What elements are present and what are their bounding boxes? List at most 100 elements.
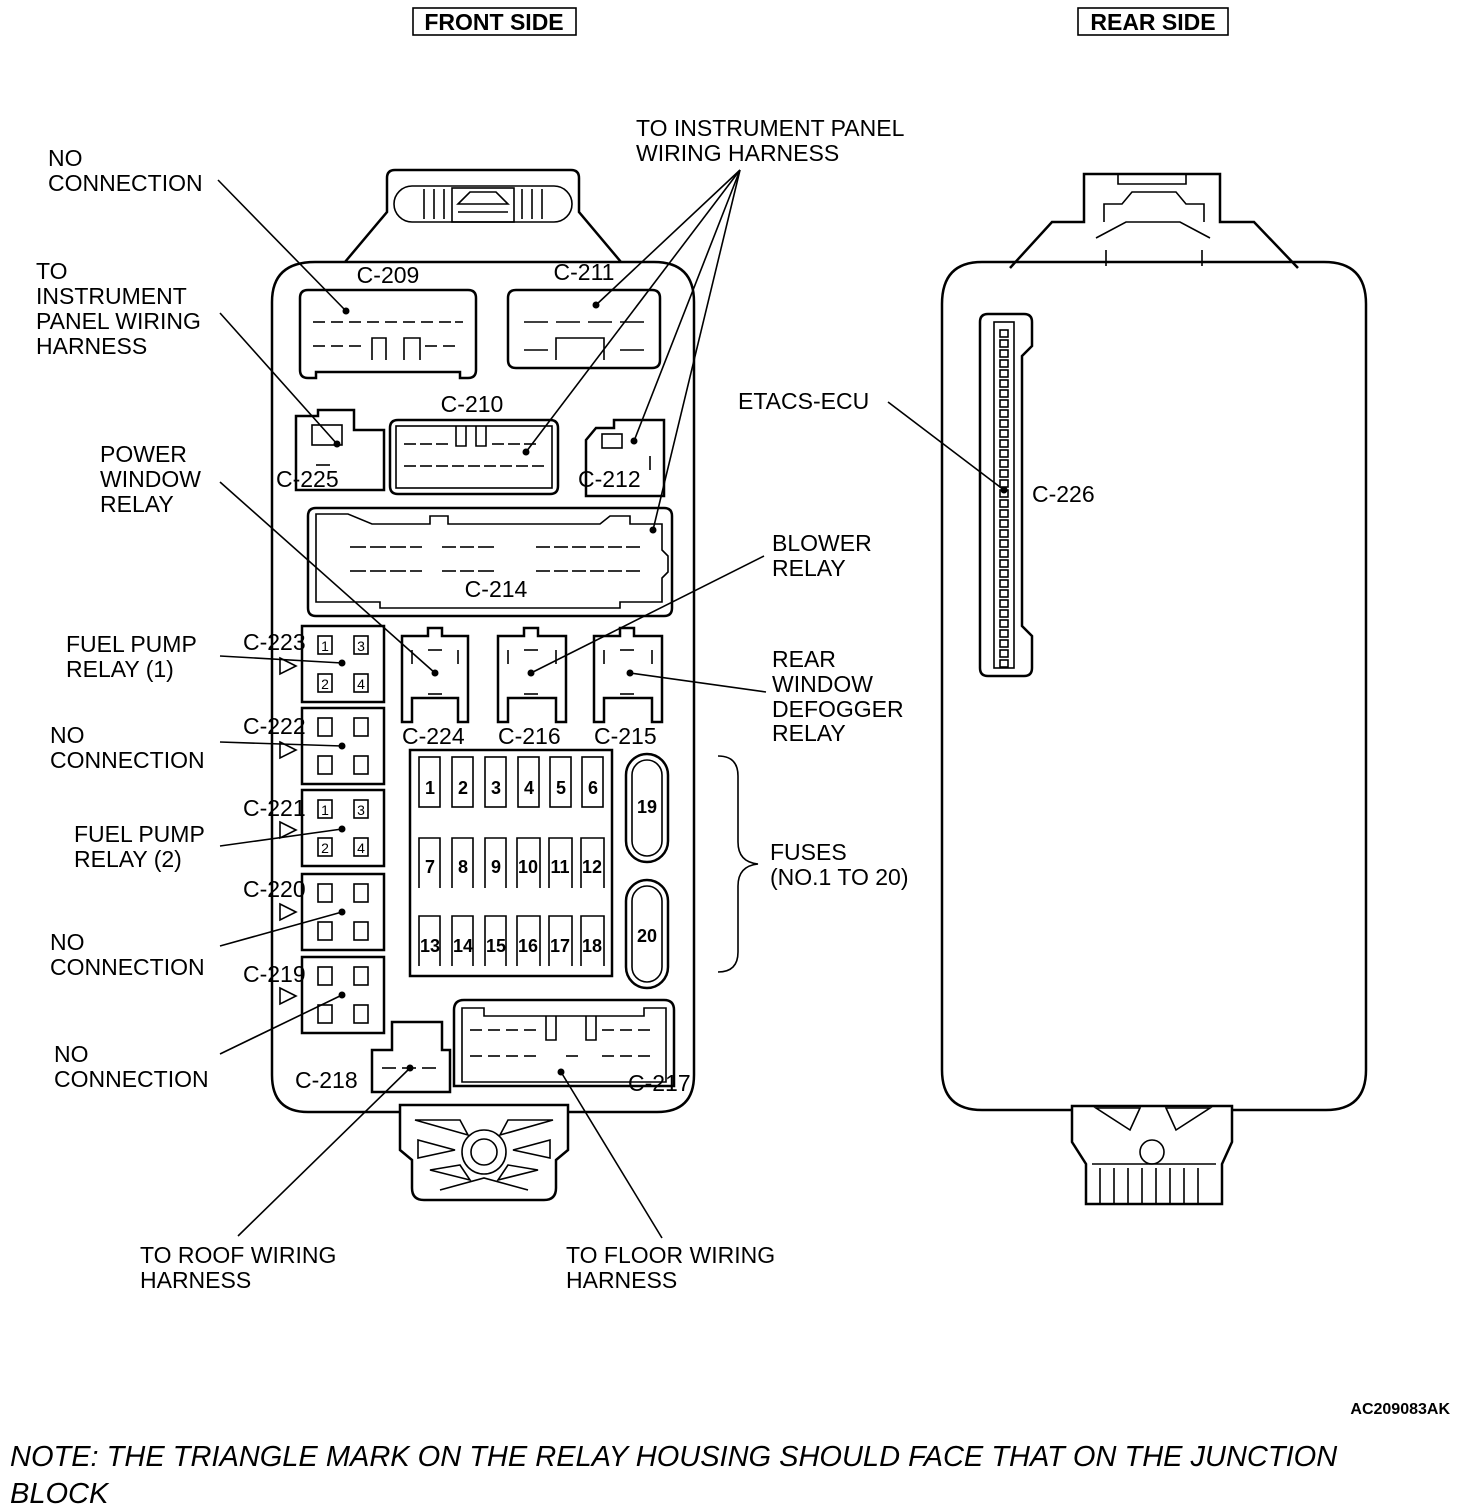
rear-junction-block: C-226	[940, 172, 1368, 1206]
callout-to-roof-harness: TO ROOF WIRING HARNESS	[140, 1067, 411, 1293]
c225-label: C-225	[276, 466, 339, 492]
no-connection-222-label: NO CONNECTION	[50, 722, 205, 773]
triangle-mark-icon	[279, 656, 298, 676]
to-roof-harness-label: TO ROOF WIRING HARNESS	[140, 1242, 343, 1293]
connector-c223: 1 3 2 4 C-223	[243, 624, 386, 704]
fuse-12: 12	[582, 857, 602, 877]
c221-pin-1: 1	[321, 802, 329, 818]
no-connection-219-label: NO CONNECTION	[54, 1041, 209, 1092]
fuse-13: 13	[420, 936, 440, 956]
connector-c221: 1 3 2 4 C-221	[243, 788, 386, 868]
fuse-6: 6	[588, 778, 598, 798]
c212-label: C-212	[578, 466, 641, 492]
to-floor-harness-label: TO FLOOR WIRING HARNESS	[566, 1242, 782, 1293]
front-side-header: FRONT SIDE	[412, 7, 577, 36]
fuse-8: 8	[458, 857, 468, 877]
connector-c222: C-222	[243, 706, 386, 786]
callout-fuel-pump-relay-1: FUEL PUMP RELAY (1)	[66, 631, 343, 682]
power-window-relay-label: POWER WINDOW RELAY	[100, 441, 207, 517]
fuse-9: 9	[491, 857, 501, 877]
fuse-row-3: 13 14 15 16 17 18	[418, 915, 605, 966]
c215-label: C-215	[594, 723, 657, 749]
callout-no-connection-219: NO CONNECTION	[54, 994, 343, 1092]
no-connection-220-label: NO CONNECTION	[50, 929, 205, 980]
fuse-4: 4	[524, 778, 534, 798]
fuse-18: 18	[582, 936, 602, 956]
c223-pin-2: 2	[321, 676, 329, 692]
c210-label: C-210	[441, 391, 504, 417]
callout-fuel-pump-relay-2: FUEL PUMP RELAY (2)	[74, 821, 343, 872]
connector-c219: C-219	[243, 955, 386, 1035]
callout-power-window-relay: POWER WINDOW RELAY	[100, 441, 436, 674]
callout-blower-relay: BLOWER RELAY	[530, 530, 878, 674]
connector-c216: C-216	[496, 626, 568, 749]
to-ip-harness-top-label: TO INSTRUMENT PANEL WIRING HARNESS	[636, 115, 910, 166]
c209-label: C-209	[357, 262, 420, 288]
c223-pin-1: 1	[321, 638, 329, 654]
fuse-10: 10	[518, 857, 538, 877]
fuse-17: 17	[550, 936, 570, 956]
c221-pin-4: 4	[357, 840, 365, 856]
callout-no-connection-222: NO CONNECTION	[50, 722, 343, 773]
c223-label: C-223	[243, 629, 306, 655]
c223-pin-3: 3	[357, 638, 365, 654]
to-ip-harness-left-label: TO INSTRUMENT PANEL WIRING HARNESS	[36, 258, 207, 359]
callout-to-ip-harness-left: TO INSTRUMENT PANEL WIRING HARNESS	[36, 258, 338, 445]
callout-to-floor-harness: TO FLOOR WIRING HARNESS	[560, 1071, 782, 1293]
connector-c215: C-215	[592, 626, 664, 749]
c226-label: C-226	[1032, 481, 1095, 507]
no-connection-top-label: NO CONNECTION	[48, 145, 203, 196]
fuse-7: 7	[425, 857, 435, 877]
callout-etacs-ecu: ETACS-ECU	[738, 388, 1005, 491]
c224-label: C-224	[402, 723, 465, 749]
fuse-19: 19	[624, 752, 670, 864]
fuse-panel: 1 2 3 4 5 6 7 8 9 10 11 12 13 14 15 16 1…	[408, 748, 759, 990]
rear-side-title: REAR SIDE	[1090, 9, 1215, 35]
fuse-20-label: 20	[637, 926, 657, 946]
connector-c217: C-217	[452, 998, 691, 1096]
rear-side-header: REAR SIDE	[1077, 7, 1229, 36]
triangle-mark-icon	[279, 902, 298, 922]
c211-label: C-211	[554, 259, 615, 285]
connector-c225: C-225	[276, 408, 386, 492]
fuse-2: 2	[458, 778, 468, 798]
triangle-mark-note: NOTE: THE TRIANGLE MARK ON THE RELAY HOU…	[10, 1441, 1345, 1510]
rear-window-defogger-relay-label: REAR WINDOW DEFOGGER RELAY	[772, 646, 910, 746]
connector-c226: C-226	[978, 312, 1095, 678]
triangle-mark-icon	[279, 986, 298, 1006]
c217-label: C-217	[628, 1070, 691, 1096]
etacs-ecu-label: ETACS-ECU	[738, 388, 869, 414]
c214-label: C-214	[465, 576, 528, 602]
fuse-row-2: 7 8 9 10 11 12	[418, 837, 605, 888]
connector-c209: C-209	[298, 262, 478, 380]
fuses-label: FUSES (NO.1 TO 20)	[770, 839, 908, 890]
c221-pin-3: 3	[357, 802, 365, 818]
c219-label: C-219	[243, 961, 306, 987]
c216-label: C-216	[498, 723, 561, 749]
callout-rear-window-defogger-relay: REAR WINDOW DEFOGGER RELAY	[629, 646, 910, 746]
fuse-20: 20	[624, 878, 670, 990]
callout-fuses: FUSES (NO.1 TO 20)	[770, 839, 908, 890]
connector-c211: C-211	[506, 259, 662, 370]
c220-label: C-220	[243, 876, 306, 902]
connector-c214: C-214	[306, 506, 674, 618]
fuse-5: 5	[556, 778, 566, 798]
triangle-mark-icon	[279, 740, 298, 760]
fuse-14: 14	[453, 936, 473, 956]
triangle-mark-icon	[279, 820, 298, 840]
fuse-row-1: 1 2 3 4 5 6	[418, 756, 604, 808]
fuse-19-label: 19	[637, 797, 657, 817]
callout-to-ip-harness-top: TO INSTRUMENT PANEL WIRING HARNESS	[525, 115, 910, 531]
figure-code: AC209083AK	[1350, 1401, 1450, 1418]
connector-c212: C-212	[578, 418, 666, 498]
c218-label: C-218	[295, 1067, 358, 1093]
fuse-16: 16	[518, 936, 538, 956]
fuse-11: 11	[550, 857, 569, 877]
blower-relay-label: BLOWER RELAY	[772, 530, 878, 581]
fuse-1: 1	[425, 778, 435, 798]
c221-pin-2: 2	[321, 840, 329, 856]
fuel-pump-relay-1-label: FUEL PUMP RELAY (1)	[66, 631, 203, 682]
connector-c224: C-224	[400, 626, 470, 749]
